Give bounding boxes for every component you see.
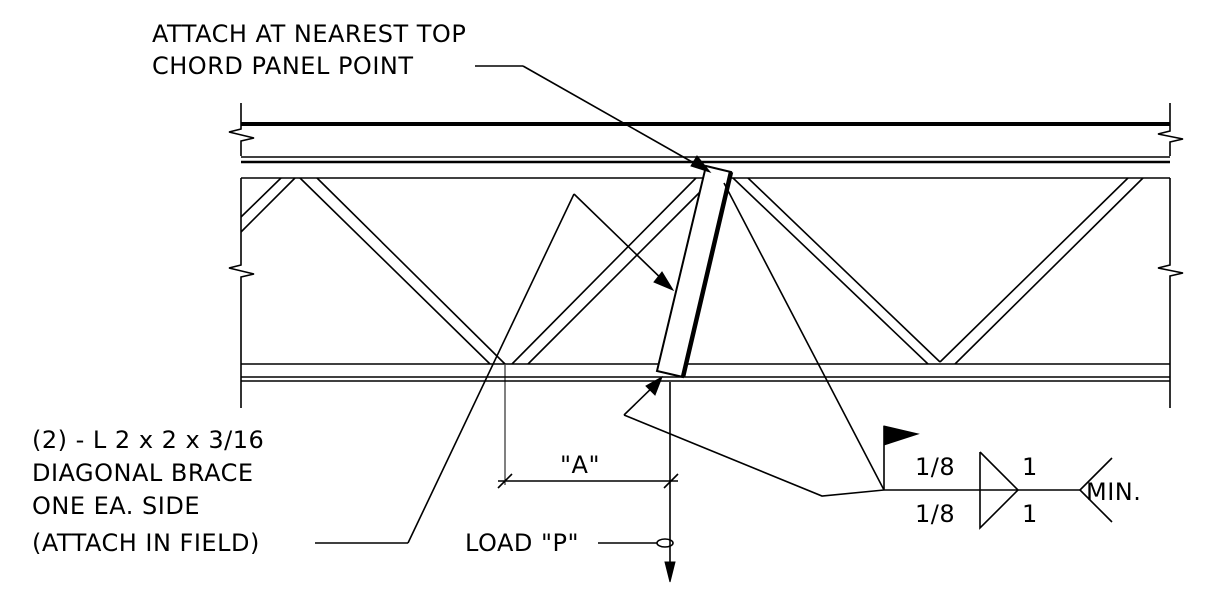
brace-leader [315,193,675,544]
weld-size-bottom: 1/8 [915,500,955,528]
attach-note-line2: CHORD PANEL POINT [152,52,414,80]
brace-note-line3: ONE EA. SIDE [32,492,200,520]
break-line-right [1157,103,1184,408]
dimension-a [497,365,679,489]
weld-length-bottom: 1 [1022,500,1038,528]
weld-symbol [883,425,1113,530]
diagonal-brace [655,164,734,379]
attach-note-line1: ATTACH AT NEAREST TOP [152,20,466,48]
brace-note-line4: (ATTACH IN FIELD) [32,529,260,557]
web-members [240,177,1144,365]
dimension-a-label: "A" [560,451,600,479]
weld-leader [623,182,885,497]
load-label: LOAD "P" [465,529,579,557]
break-line-left [228,103,255,408]
brace-note-line1: (2) - L 2 x 2 x 3/16 [32,426,264,454]
brace-note-line2: DIAGONAL BRACE [32,459,254,487]
weld-size-top: 1/8 [915,453,955,481]
attach-leader [475,65,712,173]
weld-tail-note: MIN. [1086,478,1141,506]
load-arrow [598,382,676,583]
bottom-chord [241,363,1170,382]
weld-length-top: 1 [1022,453,1038,481]
